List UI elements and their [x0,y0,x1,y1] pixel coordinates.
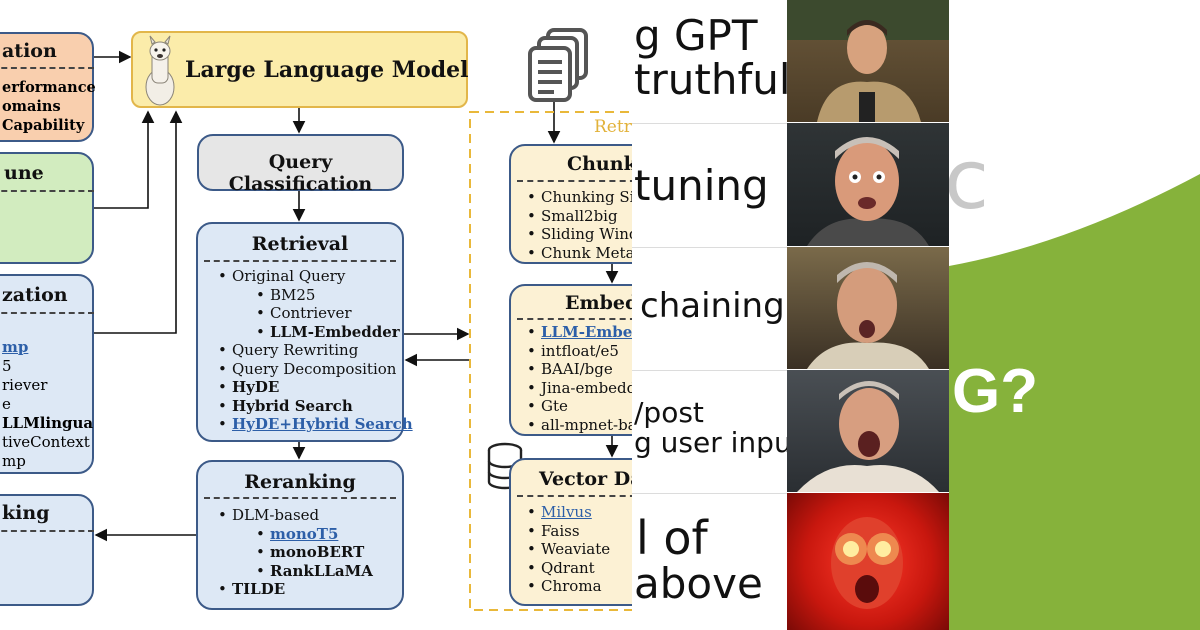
meme-caption: g user input [633,426,804,459]
summarization-line: tiveContext [2,433,90,451]
repacking-box: king [0,494,94,606]
meme-divider [632,123,787,124]
list-item: •Original Query [218,267,346,285]
meme-photo-3 [787,247,949,369]
evaluation-box: ation erformance omains Capability [0,32,96,142]
meme-caption: chaining [639,286,786,326]
evaluation-lines: erformance omains Capability [2,78,96,135]
list-item: •Query Rewriting [218,341,359,359]
summarization-line: 5 [2,357,12,375]
list-item: •Hybrid Search [218,396,353,415]
meme-caption: l of [635,511,709,565]
chunking-list: •Chunking Si •Small2big •Sliding Wind •C… [527,188,639,262]
meme-photo-5 [787,493,949,630]
slide-rag-text: G? [952,357,1039,426]
meme-caption: above [633,559,764,608]
llama-icon [145,35,175,106]
meme-photo-1 [787,0,949,122]
meme-caption: tuning [633,161,770,210]
meme-divider [632,370,787,371]
summarization-lines: mp 5 riever e LLMlingua tiveContext mp [2,338,93,471]
chunking-title: Chunk [567,153,637,175]
list-item: •Small2big [527,206,618,225]
reranking-title: Reranking [244,471,356,493]
list-item: •LLM-Embed [527,323,643,341]
documents-icon [528,28,588,102]
list-item: •TILDE [218,580,286,598]
face-icon [797,381,939,492]
list-item: •BAAI/bge [527,360,613,378]
finetune-box: une [0,152,94,264]
summarization-box: zation mp 5 riever e LLMlingua tiveConte… [0,274,94,474]
list-item: •Chunking Si [527,188,635,206]
face-icon [787,0,949,122]
list-item: •Gte [527,397,568,415]
list-item: •Jina-embedd [527,378,637,397]
face-icon [831,517,903,609]
summarization-line: mp [2,452,26,470]
summarization-line: LLMlingua [2,414,94,432]
vector-db-title: Vector Dat [539,468,652,490]
evaluation-title: ation [2,40,57,62]
green-wave [949,174,1200,630]
list-item: •BM25 [256,285,316,304]
retrieval-box: Retrieval •Original Query •BM25 •Contrie… [196,222,413,442]
list-item: •HyDE+Hybrid Search [218,415,413,433]
summarization-line: e [2,395,11,413]
finetune-title: une [4,162,44,184]
list-item: •Qdrant [527,558,595,577]
query-classification-box: Query Classification [197,134,404,195]
reranking-box: Reranking •DLM-based •monoT5 •monoBERT •… [196,460,404,610]
face-icon [807,137,929,246]
retrieval-title: Retrieval [251,233,349,255]
list-item: •RankLLaMA [256,561,373,580]
list-item: •Faiss [527,521,580,540]
list-item: •HyDE [218,378,280,396]
list-item: •Milvus [527,503,592,521]
list-item: •monoBERT [256,543,365,561]
list-item: •all-mpnet-ba [527,415,637,434]
list-item: •Sliding Wind [527,225,639,243]
embedding-title: Embed [565,292,639,314]
list-item: •intfloat/e5 [527,341,619,360]
query-classification-title: Query Classification [228,151,373,195]
evaluation-line: omains [2,98,61,115]
llm-box: Large Language Model [131,31,469,108]
llm-title: Large Language Model [185,57,469,83]
reranking-list: •DLM-based •monoT5 •monoBERT •RankLLaMA … [218,506,373,599]
evaluation-line: erformance [2,79,96,96]
summarization-title: zation [2,284,68,306]
meme-caption: g GPT [633,11,759,60]
meme-divider [632,493,787,494]
slide-letter-c: c [944,133,990,228]
summarization-line: mp [2,338,29,356]
meme-caption: truthful [633,55,792,104]
list-item: •Weaviate [527,540,611,558]
summarization-line: riever [2,376,48,394]
face-icon [807,262,929,369]
list-item: •Contriever [256,304,352,322]
meme-photo-2 [787,123,949,246]
list-item: •Query Decomposition [218,359,397,378]
meme-divider [632,247,787,248]
retrieval-list: •Original Query •BM25 •Contriever •LLM-E… [218,267,413,434]
meme-photo-4 [787,370,949,492]
evaluation-line: Capability [2,117,85,134]
vector-db-list: •Milvus •Faiss •Weaviate •Qdrant •Chroma [527,503,610,596]
list-item: •Chroma [527,577,602,595]
list-item: •LLM-Embedder [256,322,400,341]
embedding-list: •LLM-Embed •intfloat/e5 •BAAI/bge •Jina-… [527,323,643,434]
meme-caption: /post [633,396,705,429]
list-item: •monoT5 [256,524,339,543]
repacking-title: king [2,502,50,524]
list-item: •Chunk Meta [527,243,635,262]
retrieval-group-label: Retr [594,117,632,137]
list-item: •DLM-based [218,506,320,524]
